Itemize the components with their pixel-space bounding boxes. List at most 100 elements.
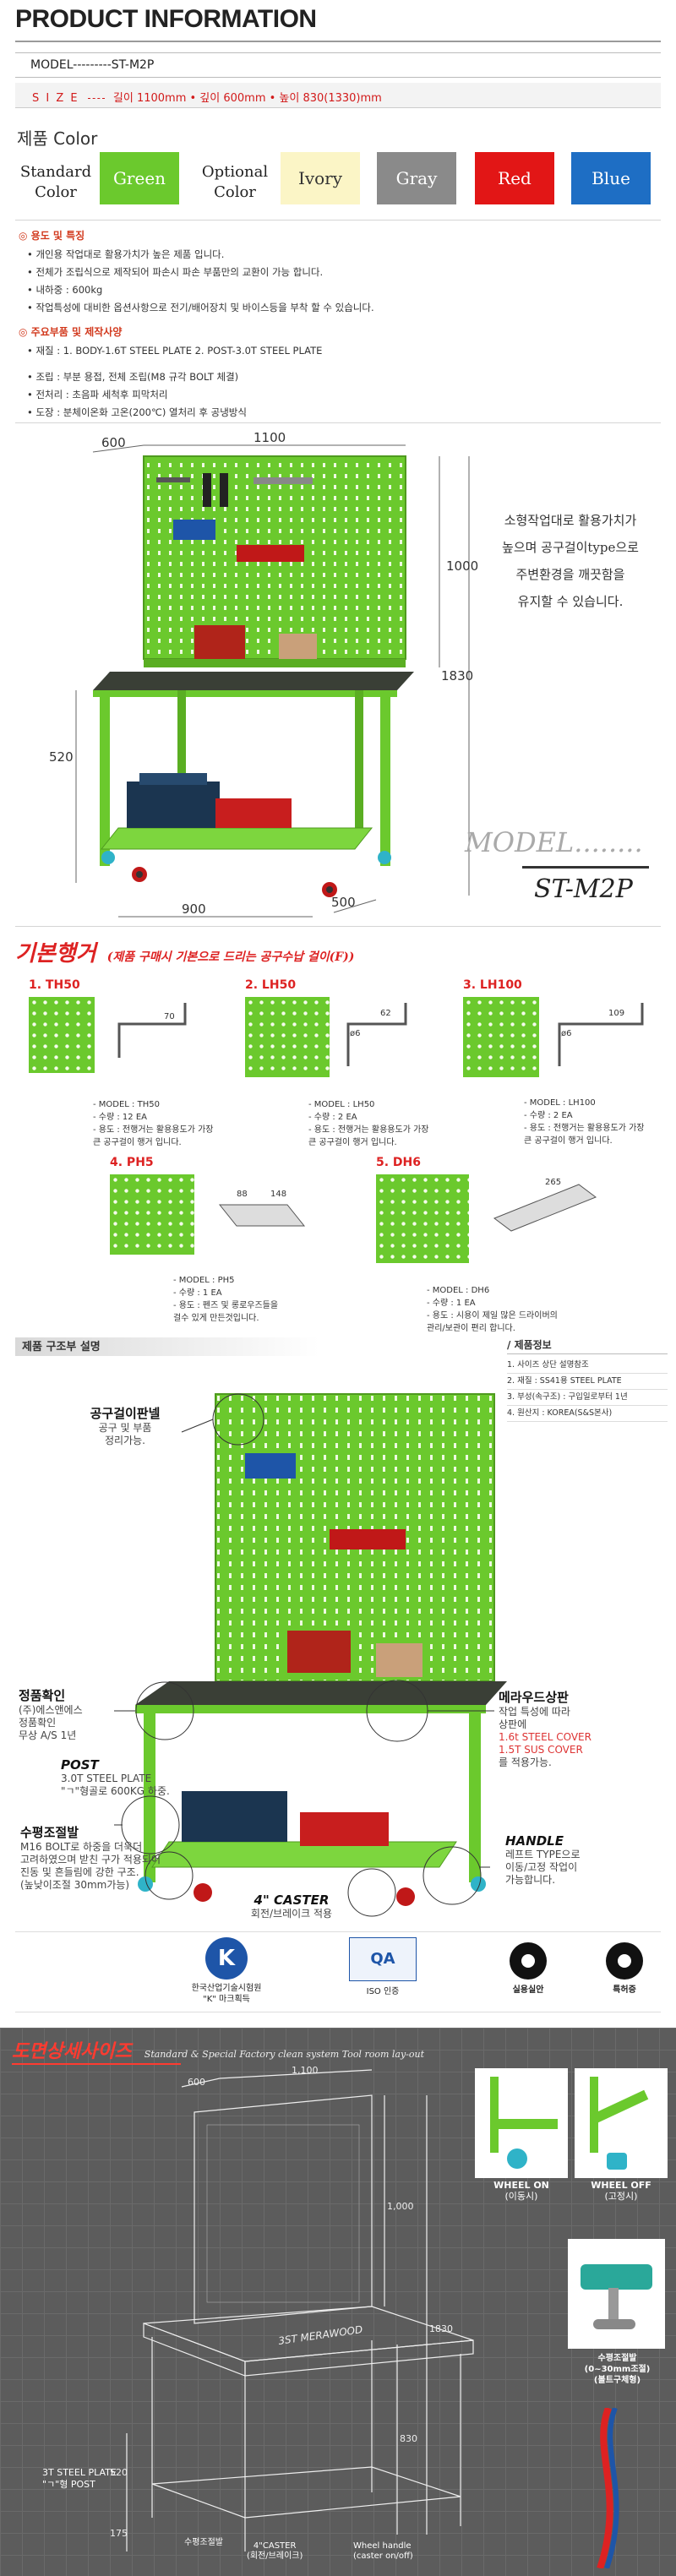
callout-tool-panel: 공구걸이판넬 공구 및 부품 정리가능. <box>90 1406 161 1446</box>
usage-item: • 내하중 : 600kg <box>27 284 103 296</box>
parts-section: ◎ 주요부품 및 제작사양 • 재질 : 1. BODY-1.6T STEEL … <box>19 324 322 422</box>
detail-dim-1830: 1830 <box>429 2323 453 2334</box>
dim-1830: 1830 <box>441 668 473 683</box>
detail-dim-520: 520 <box>110 2467 128 2478</box>
standard-color-label: Standard Color <box>19 163 92 201</box>
svg-text:ø6: ø6 <box>561 1029 571 1038</box>
spray-cans <box>194 625 245 659</box>
page-title: PRODUCT INFORMATION <box>15 5 317 33</box>
toolbox-blue <box>127 782 220 828</box>
detail-title-underline <box>12 2063 181 2065</box>
detail-dim-175: 175 <box>110 2528 128 2539</box>
wheel-off-image <box>575 2068 668 2178</box>
detail-drawing: 600 1,100 1,000 1830 830 520 175 3ST MER… <box>110 2065 474 2551</box>
size-value: 길이 1100mm • 깊이 600mm • 높이 830(1330)mm <box>112 92 382 105</box>
hook-spec-ph5: - MODEL : PH5- 수량 : 1 EA- 용도 : 펜즈 및 롱로우즈… <box>173 1276 279 1323</box>
hook-spec-lh50: - MODEL : LH50- 수량 : 2 EA- 용도 : 전행거는 활용용… <box>308 1100 429 1147</box>
hook-spec-dh6: - MODEL : DH6- 수량 : 1 EA- 용도 : 시용이 제일 많은… <box>427 1286 558 1333</box>
worktop <box>93 672 414 690</box>
cert-patent: 특허증 <box>595 1942 654 1996</box>
divider <box>15 422 661 423</box>
color-swatch-blue: Blue <box>571 152 651 204</box>
leveler-caption: 수평조절발(0~30mm조절)(볼트구체형) <box>584 2354 651 2385</box>
hook-item-dh6: 5. DH6 265 <box>376 1156 613 1263</box>
callout-post: POST 3.0T STEEL PLATE "ㄱ"형골로 600KG 하중. <box>61 1757 170 1797</box>
detail-dim-600: 600 <box>188 2077 205 2088</box>
hook-spec-lh100: - MODEL : LH100- 수량 : 2 EA- 용도 : 전행거는 활용… <box>524 1098 645 1146</box>
color-swatch-gray: Gray <box>377 152 456 204</box>
detail-subtitle: Standard & Special Factory clean system … <box>144 2049 425 2060</box>
detail-worktop-label: 3ST MERAWOOD <box>277 2323 363 2347</box>
usage-item: • 개인용 작업대로 활용가치가 높은 제품 입니다. <box>27 248 225 260</box>
hooks-subtitle: (제품 구매시 기본으로 드리는 공구수납 걸이(F)) <box>106 950 355 964</box>
svg-text:88: 88 <box>237 1190 248 1199</box>
dim-500: 500 <box>331 895 356 910</box>
svg-text:109: 109 <box>608 1009 624 1018</box>
optional-color-label: Optional Color <box>201 163 269 201</box>
detail-header: 도면상세사이즈 Standard & Special Factory clean… <box>12 2036 424 2063</box>
structure-title: 제품 구조부 설명 <box>22 1341 101 1353</box>
callout-handle: HANDLE 레프트 TYPE으로 이동/고정 작업이 가능합니다. <box>505 1833 581 1886</box>
color-swatch-green: Green <box>100 152 179 204</box>
cert-utility-model: 실용실안 <box>499 1942 558 1996</box>
product-info-title: / 제품정보 <box>507 1337 668 1354</box>
detail-title: 도면상세사이즈 <box>12 2040 132 2062</box>
dim-600: 600 <box>101 435 126 450</box>
svg-text:148: 148 <box>270 1190 286 1199</box>
svg-text:70: 70 <box>164 1012 175 1021</box>
detail-left-labels: 3T STEEL PLATE "ㄱ"형 POST <box>42 2467 117 2490</box>
svg-text:62: 62 <box>380 1009 391 1018</box>
size-dash <box>87 98 105 99</box>
callout-leveler: 수평조절발 M16 BOLT로 하중을 더욱더 고려하였으며 받친 구가 적용되… <box>20 1825 161 1891</box>
cert-ktl: K 한국산업기술시험원"K" 마크획득 <box>192 1937 261 2005</box>
cert-iso: QA ISO 인증 <box>349 1937 417 1997</box>
cardboard-box <box>279 634 317 659</box>
structure-drawing <box>114 1393 507 1917</box>
structure-title-bar: 제품 구조부 설명 <box>15 1337 319 1356</box>
hooks-title: 기본행거 <box>15 941 96 967</box>
model-text: MODEL---------ST-M2P <box>30 58 155 72</box>
detail-dim-830: 830 <box>400 2433 417 2444</box>
callout-genuine: 정품확인 (주)에스앤에스 정품확인 무상 A/S 1년 <box>19 1688 83 1741</box>
product-info-box: / 제품정보 1. 사이즈 상단 설명참조 2. 재질 : SS41용 STEE… <box>507 1337 668 1422</box>
detail-leveler-label: 수평조절발 <box>184 2538 223 2547</box>
detail-dim-1000: 1,000 <box>387 2201 414 2212</box>
model-row: MODEL---------ST-M2P <box>15 52 661 78</box>
dim-1100: 1100 <box>254 430 286 445</box>
color-swatch-red: Red <box>475 152 554 204</box>
divider <box>15 220 661 221</box>
svg-text:ø6: ø6 <box>350 1029 360 1038</box>
hook-item-th50: 1. TH50 70 <box>29 978 223 1073</box>
model-underline <box>522 866 649 869</box>
flag-ribbon-decoration <box>597 2408 619 2568</box>
parts-item: • 도장 : 분체이온화 고온(200℃) 열처리 후 공냉방식 <box>27 406 247 418</box>
usage-section: ◎ 용도 및 특징 • 개인용 작업대로 활용가치가 높은 제품 입니다. • … <box>19 228 374 317</box>
size-label: S I Z E <box>32 92 79 105</box>
wheel-on-caption: WHEEL ON(이동시) <box>493 2180 549 2202</box>
dim-1000: 1000 <box>446 558 478 574</box>
parts-item: • 조립 : 부분 용접, 전체 조립(M8 규각 BOLT 체결) <box>27 371 239 383</box>
usage-item: • 작업특성에 대비한 옵션사항으로 전기/배어장치 및 바이스등을 부착 할 … <box>27 302 374 313</box>
dim-520: 520 <box>49 749 74 765</box>
color-swatch-ivory: Ivory <box>281 152 360 204</box>
cert-row: K 한국산업기술시험원"K" 마크획득 QA ISO 인증 실용실안 특허증 <box>15 1931 661 2012</box>
leveler-image <box>568 2239 665 2349</box>
detail-caster-label: 4"CASTER(회전/브레이크) <box>247 2541 303 2561</box>
parts-item: • 재질 : 1. BODY-1.6T STEEL PLATE 2. POST-… <box>27 345 323 357</box>
svg-text:265: 265 <box>545 1178 561 1187</box>
toolbox-red <box>215 798 292 828</box>
wheel-off-caption: WHEEL OFF(고정시) <box>591 2180 651 2202</box>
callout-caster: 4" CASTER 회전/브레이크 적용 <box>250 1893 333 1920</box>
detail-handle-label: Wheel handle(caster on/off) <box>353 2541 413 2561</box>
divider <box>15 926 661 927</box>
callout-worktop: 메라우드상판 작업 특성에 따라 상판에 1.6t STEEL COVER 1.… <box>499 1690 592 1768</box>
color-section-title: 제품 Color <box>17 128 98 149</box>
drawing-note: 소형작업대로 활용가치가 높으며 공구걸이type으로 주변환경을 깨끗함을 유… <box>502 513 639 609</box>
dim-900: 900 <box>182 901 206 917</box>
title-divider <box>15 41 661 42</box>
parts-item: • 전처리 : 초음파 세척후 피막처리 <box>27 389 168 400</box>
model-code: ST-M2P <box>534 874 633 904</box>
